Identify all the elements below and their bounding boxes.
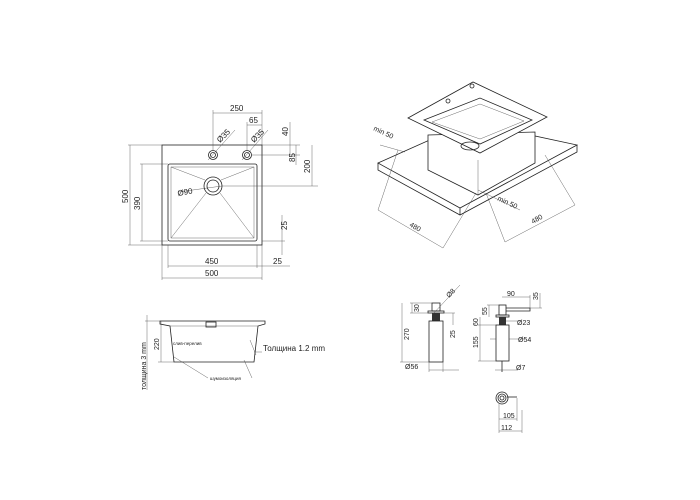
section-view: 220 толщина 3 mm Толщина 1.2 mm слив-пер… [141,315,325,390]
dia-23: Ø23 [517,320,530,327]
dim-25-horizontal: 25 [273,257,282,266]
overflow-icon [205,321,217,328]
bowl-outline [167,163,258,242]
dia-56: Ø56 [405,364,418,371]
dim-65: 65 [249,116,258,125]
dispenser-head [498,304,507,316]
dim-220: 220 [154,338,161,350]
dispenser-bottle [428,320,444,363]
dia-8: Ø8 [445,288,457,300]
dim-480-left: 480 [408,222,422,234]
dim-105: 105 [503,413,515,420]
overflow-label: слив-перелив [173,341,202,346]
dim-450: 450 [205,257,219,266]
bowl-bottom [170,166,255,239]
dim-500-width: 500 [205,269,219,278]
dispenser-left: Ø8 30 270 25 Ø56 [400,284,461,372]
dim-60: 60 [473,318,480,326]
dim-85: 85 [288,153,297,162]
dia-7: Ø7 [516,365,525,372]
dia-90: Ø90 [177,186,194,198]
dia-35-right: Ø35 [249,127,266,144]
dim-55: 55 [482,307,489,315]
min-50-right: min 50 [496,195,518,210]
sink-section [159,320,266,363]
iso-drain [460,141,480,151]
dispenser-thread [432,313,440,321]
dim-200: 200 [303,159,312,173]
dim-500-height: 500 [121,189,130,203]
dim-25: 25 [450,330,457,338]
sink-flange [407,81,548,154]
sink-outline [161,144,263,246]
dim-40: 40 [281,127,290,136]
dim-250: 250 [230,104,244,113]
dim-25-vertical: 25 [280,221,289,230]
min-50-left: min 50 [372,125,394,140]
dispenser-spout [506,307,531,312]
dispenser-right: 90 35 55 60 Ø23 155 Ø54 Ø7 105 112 [473,291,542,433]
dispenser-head [431,302,441,312]
wall-thickness-label: толщина 3 mm [141,342,148,390]
dim-155: 155 [473,336,480,348]
top-view: 250 65 40 85 200 500 390 Ø90 Ø35 Ø35 25 … [121,104,318,280]
dim-30: 30 [414,304,421,312]
dim-35: 35 [533,292,540,300]
isometric-view: min 50 min 50 480 480 [372,81,579,249]
sheet-thickness-label: Толщина 1.2 mm [263,344,325,353]
dim-112: 112 [501,425,512,432]
dim-270: 270 [404,328,411,340]
tap-hole-right [242,150,252,160]
tap-hole-left [208,150,218,160]
dim-480-right: 480 [531,214,545,226]
dim-390: 390 [133,196,142,210]
dia-35-left: Ø35 [215,127,232,144]
dia-54: Ø54 [518,337,531,344]
dispenser-bottle [495,324,510,362]
insulation-label: шумоизоляция [210,376,241,381]
dispenser-top-view [495,391,509,405]
dim-90: 90 [507,291,515,298]
